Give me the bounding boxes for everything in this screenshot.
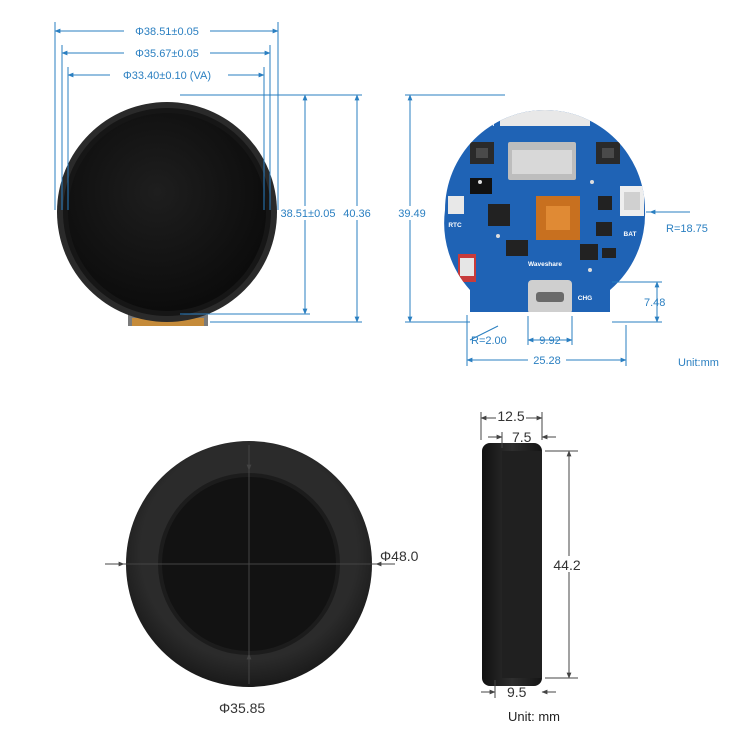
dim-pcb-width: 25.28 <box>533 355 561 367</box>
dim-case-height: 44.2 <box>553 557 580 573</box>
label-rtc: RTC <box>448 222 462 229</box>
label-bat: BAT <box>624 231 637 238</box>
rtc-connector <box>448 196 464 214</box>
dim-case-inner: Φ35.85 <box>219 700 265 716</box>
dim-radius-large: R=18.75 <box>666 223 708 235</box>
fpc-gold-strip <box>132 318 204 326</box>
dim-total-depth: 12.5 <box>497 408 524 424</box>
case-side-view: 12.5 7.5 44.2 9.5 Unit: mm <box>480 408 583 724</box>
label-brand: Waveshare <box>528 261 562 268</box>
board-title: ESP32-C6-Touch-LCD-1.28 <box>507 103 584 109</box>
dim-top-depth: 7.5 <box>512 429 532 445</box>
case-front-view: Φ48.0 Φ35.85 <box>105 441 419 716</box>
dim-usb-width: 9.92 <box>539 335 560 347</box>
dim-bottom-depth: 9.5 <box>507 684 527 700</box>
label-chg: CHG <box>578 295 592 302</box>
dim-height-inner: 38.51±0.05 <box>281 208 336 220</box>
lcd-active-area <box>68 113 266 311</box>
front-view-lcd: Φ38.51±0.05 Φ35.67±0.05 Φ33.40±0.10 (VA)… <box>54 22 377 326</box>
dim-radius-small: R=2.00 <box>471 335 507 347</box>
case-side-front <box>502 451 542 678</box>
pcb-back-view: ESP32-C6-Touch-LCD-1.28 BOOT RST RTC BAT… <box>395 94 719 369</box>
dim-case-outer: Φ48.0 <box>380 548 419 564</box>
dim-height-outer: 40.36 <box>343 208 371 220</box>
dim-usb-offset: 7.48 <box>644 297 665 309</box>
unit-label-top: Unit:mm <box>678 357 719 369</box>
label-rst: RST <box>598 119 611 126</box>
dim-outer-diameter: Φ38.51±0.05 <box>135 26 199 38</box>
label-boot: BOOT <box>477 121 496 128</box>
dim-pcb-height: 39.49 <box>398 208 426 220</box>
unit-label-bottom: Unit: mm <box>508 709 560 724</box>
fpc-socket <box>500 110 590 126</box>
dim-inner-diameter: Φ35.67±0.05 <box>135 48 199 60</box>
dim-view-area: Φ33.40±0.10 (VA) <box>123 70 211 82</box>
